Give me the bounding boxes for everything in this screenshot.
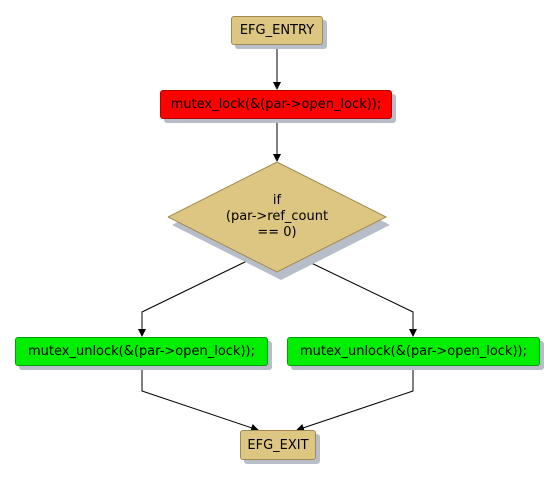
condition-node: if (par->ref_count == 0) <box>168 162 390 280</box>
lock-node: mutex_lock(&(par->open_lock)); <box>160 90 392 119</box>
lock-label: mutex_lock(&(par->open_lock)); <box>170 97 382 112</box>
edge-condition-to-unlock-right <box>304 259 417 337</box>
condition-diamond-shape <box>168 162 390 280</box>
entry-node: EFG_ENTRY <box>231 16 323 45</box>
entry-label: EFG_ENTRY <box>239 23 315 38</box>
edge-unlock-left-to-exit <box>141 366 259 432</box>
edge-unlock-right-to-exit <box>296 366 414 432</box>
unlock-left-label: mutex_unlock(&(par->open_lock)); <box>28 344 255 359</box>
unlock-right-node: mutex_unlock(&(par->open_lock)); <box>287 337 540 366</box>
exit-node: EFG_EXIT <box>240 430 316 460</box>
edge-condition-to-unlock-left <box>138 259 250 337</box>
condition-label: if (par->ref_count == 0) <box>225 193 329 240</box>
exit-label: EFG_EXIT <box>247 437 309 453</box>
unlock-left-node: mutex_unlock(&(par->open_lock)); <box>15 337 268 366</box>
unlock-right-label: mutex_unlock(&(par->open_lock)); <box>300 344 527 359</box>
